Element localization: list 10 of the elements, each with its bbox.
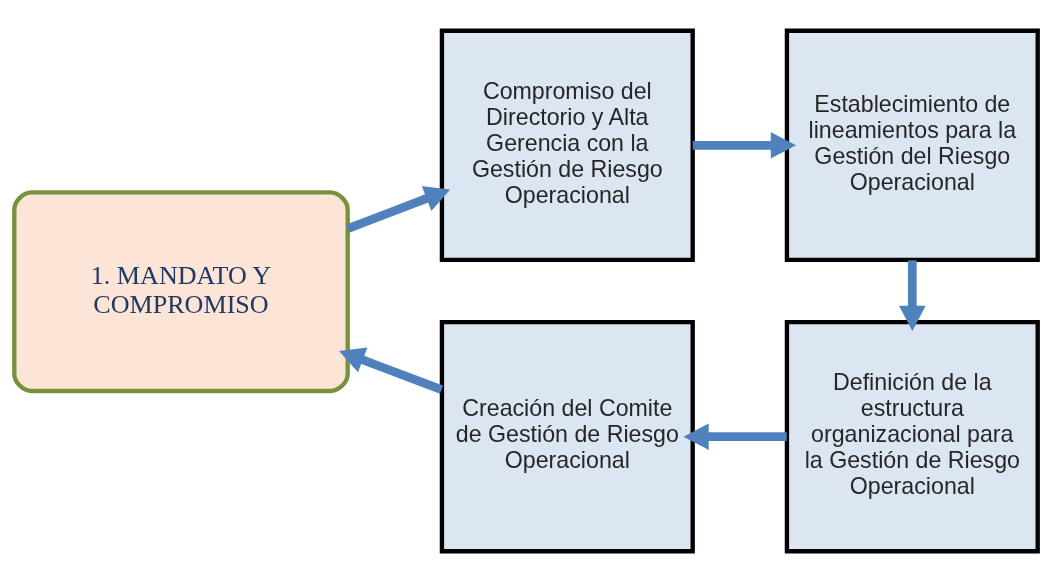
arrow [692,132,797,159]
node-box: Establecimiento de lineamientos para la Gestión del Riesgo Operacional [784,28,1040,262]
node-box: 1. MANDATO Y COMPROMISO [12,190,350,394]
arrow [683,423,787,450]
node-box: Compromiso del Directorio y Alta Gerencia con la Gestión de Riesgo Operacional [439,28,695,262]
node-box: Definición de la estructura organizacional para la Gestión de Riesgo Operacional [784,320,1040,554]
node-box: Creación del Comite de Gestión de Riesgo Operacional [439,320,695,554]
arrow [346,186,451,233]
arrow [339,347,444,394]
arrow [899,260,926,332]
